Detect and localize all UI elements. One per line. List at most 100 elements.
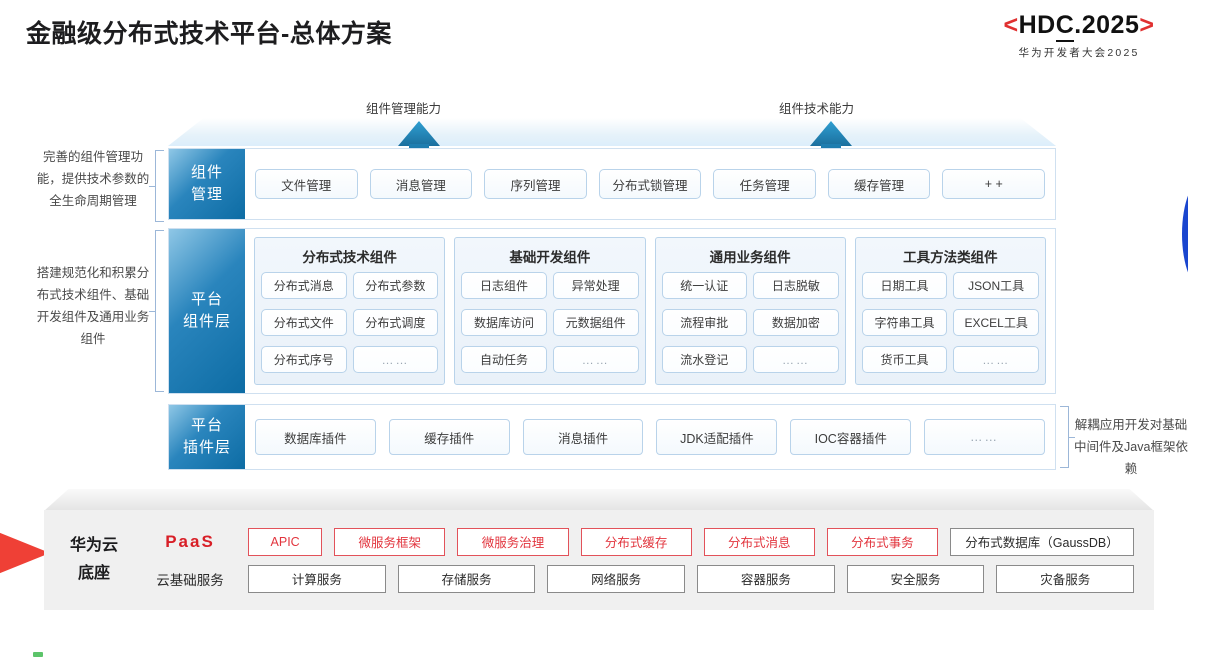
chip-item[interactable]: EXCEL工具 [953, 309, 1039, 336]
bottom-rows: PaaS APIC 微服务框架 微服务治理 分布式缓存 分布式消息 分布式事务 … [144, 527, 1154, 593]
component-management-row: 组件 管理 文件管理 消息管理 序列管理 分布式锁管理 任务管理 缓存管理 + … [168, 148, 1056, 220]
group-title: 基础开发组件 [509, 250, 591, 265]
platform-component-layer-label: 平台 组件层 [169, 229, 245, 393]
arrow-label-management: 组件管理能力 [366, 102, 442, 116]
group-items: 日期工具 JSON工具 字符串工具 EXCEL工具 货币工具 …… [861, 272, 1039, 378]
green-mark-decoration [33, 652, 43, 657]
label-line-1: 组件 [190, 164, 223, 181]
platform-component-layer-row: 平台 组件层 分布式技术组件 分布式消息 分布式参数 分布式文件 分布式调度 分… [168, 228, 1056, 394]
bbox-storage-service[interactable]: 存储服务 [397, 564, 536, 593]
group-items: 分布式消息 分布式参数 分布式文件 分布式调度 分布式序号 …… [261, 272, 439, 378]
component-management-items: 文件管理 消息管理 序列管理 分布式锁管理 任务管理 缓存管理 + + [245, 149, 1055, 219]
chip-jdk-adapter-plugin[interactable]: JDK适配插件 [656, 419, 778, 455]
top-perspective-slab [168, 118, 1056, 146]
chip-more[interactable]: …… [552, 346, 639, 373]
bbox-disaster-recovery-service[interactable]: 灾备服务 [996, 564, 1135, 593]
chip-file-management[interactable]: 文件管理 [255, 169, 358, 199]
bbox-apic[interactable]: APIC [248, 527, 323, 556]
chip-item[interactable]: 分布式调度 [352, 309, 439, 336]
red-arrow-decoration [0, 508, 50, 598]
group-items: 统一认证 日志脱敏 流程审批 数据加密 流水登记 …… [661, 272, 839, 378]
title-line-1: 华为云 [69, 537, 118, 554]
chip-more[interactable]: …… [753, 346, 839, 373]
bbox-microservice-governance[interactable]: 微服务治理 [457, 527, 569, 556]
chip-more[interactable]: …… [352, 346, 439, 373]
chip-item[interactable]: 异常处理 [552, 272, 639, 299]
cloud-infra-label: 云基础服务 [156, 572, 224, 588]
hdc-text-underlined: C [1055, 11, 1075, 42]
brace-left-bottom [149, 230, 164, 392]
chip-item[interactable]: 流水登记 [661, 346, 748, 373]
chip-message-management[interactable]: 消息管理 [369, 169, 473, 199]
bbox-distributed-cache[interactable]: 分布式缓存 [580, 527, 692, 556]
chip-item[interactable]: 货币工具 [861, 346, 948, 373]
arrow-head [810, 121, 852, 146]
chip-item[interactable]: 统一认证 [661, 272, 748, 299]
group-title: 分布式技术组件 [302, 250, 397, 265]
chip-item[interactable]: 分布式序号 [261, 346, 347, 373]
label-line-2: 插件层 [182, 439, 231, 456]
chip-message-plugin[interactable]: 消息插件 [522, 419, 644, 455]
group-tool-methods: 工具方法类组件 日期工具 JSON工具 字符串工具 EXCEL工具 货币工具 …… [854, 237, 1046, 385]
title-line-2: 底座 [77, 565, 110, 582]
brace-right [1060, 406, 1075, 468]
hdc-logo: <HDC.2025> 华为开发者大会2025 [964, 11, 1194, 60]
group-basic-development: 基础开发组件 日志组件 异常处理 数据库访问 元数据组件 自动任务 …… [454, 237, 646, 385]
chip-item[interactable]: 数据加密 [753, 309, 839, 336]
page-title: 金融级分布式技术平台-总体方案 [26, 20, 392, 48]
chip-more[interactable]: …… [953, 346, 1039, 373]
bbox-distributed-message[interactable]: 分布式消息 [703, 527, 815, 556]
brace-tick [1068, 437, 1075, 438]
platform-plugin-layer-row: 平台 插件层 数据库插件 缓存插件 消息插件 JDK适配插件 IOC容器插件 …… [168, 404, 1056, 470]
chip-cache-plugin[interactable]: 缓存插件 [388, 419, 510, 455]
lens-mask [1188, 170, 1208, 300]
chip-item[interactable]: 元数据组件 [552, 309, 639, 336]
chip-ioc-container-plugin[interactable]: IOC容器插件 [790, 419, 912, 455]
chip-item[interactable]: 日志脱敏 [753, 272, 839, 299]
bottom-bevel [44, 489, 1154, 511]
huawei-cloud-foundation-panel: 华为云 底座 PaaS APIC 微服务框架 微服务治理 分布式缓存 分布式消息… [44, 510, 1154, 610]
group-general-business: 通用业务组件 统一认证 日志脱敏 流程审批 数据加密 流水登记 …… [654, 237, 846, 385]
group-title: 通用业务组件 [709, 250, 791, 265]
bbox-security-service[interactable]: 安全服务 [846, 564, 985, 593]
brace-tick [149, 311, 156, 312]
chip-item[interactable]: 流程审批 [661, 309, 748, 336]
chip-item[interactable]: 日期工具 [861, 272, 948, 299]
chip-item[interactable]: 字符串工具 [861, 309, 948, 336]
chip-item[interactable]: 分布式消息 [261, 272, 347, 299]
chip-add-more[interactable]: + + [942, 169, 1046, 199]
chip-more[interactable]: …… [924, 419, 1045, 455]
component-management-label: 组件 管理 [169, 149, 245, 219]
bbox-distributed-transaction[interactable]: 分布式事务 [826, 527, 939, 556]
paas-row: PaaS APIC 微服务框架 微服务治理 分布式缓存 分布式消息 分布式事务 … [144, 527, 1135, 556]
side-note-left-bottom: 搭建规范化和积累分布式技术组件、基础开发组件及通用业务组件 [36, 266, 150, 346]
huawei-cloud-title: 华为云 底座 [44, 532, 144, 588]
chip-cache-management[interactable]: 缓存管理 [827, 169, 931, 199]
chip-item[interactable]: 日志组件 [461, 272, 547, 299]
group-distributed-tech: 分布式技术组件 分布式消息 分布式参数 分布式文件 分布式调度 分布式序号 …… [254, 237, 446, 385]
bbox-compute-service[interactable]: 计算服务 [248, 564, 386, 593]
side-note-right: 解耦应用开发对基础中间件及Java框架依赖 [1074, 418, 1188, 476]
chip-database-plugin[interactable]: 数据库插件 [255, 419, 376, 455]
hdc-logo-subtitle: 华为开发者大会2025 [1018, 46, 1140, 59]
bbox-microservice-framework[interactable]: 微服务框架 [334, 527, 446, 556]
chip-sequence-management[interactable]: 序列管理 [484, 169, 587, 199]
chip-item[interactable]: JSON工具 [953, 272, 1039, 299]
group-items: 日志组件 异常处理 数据库访问 元数据组件 自动任务 …… [461, 272, 639, 378]
bbox-distributed-database-gaussdb[interactable]: 分布式数据库（GaussDB） [950, 527, 1135, 556]
chip-distributed-lock-management[interactable]: 分布式锁管理 [598, 169, 702, 199]
bbox-container-service[interactable]: 容器服务 [697, 564, 835, 593]
chip-item[interactable]: 分布式文件 [261, 309, 347, 336]
bbox-network-service[interactable]: 网络服务 [547, 564, 686, 593]
brace-tick [149, 186, 156, 187]
chip-task-management[interactable]: 任务管理 [713, 169, 816, 199]
chip-item[interactable]: 分布式参数 [352, 272, 439, 299]
chip-item[interactable]: 数据库访问 [461, 309, 547, 336]
plugin-items: 数据库插件 缓存插件 消息插件 JDK适配插件 IOC容器插件 …… [245, 405, 1055, 469]
hdc-text-2: .2025 [1074, 11, 1140, 39]
platform-plugin-layer-label: 平台 插件层 [169, 405, 245, 469]
arrow-head [398, 121, 440, 146]
chip-item[interactable]: 自动任务 [461, 346, 547, 373]
hdc-right-bracket: > [1139, 11, 1155, 39]
